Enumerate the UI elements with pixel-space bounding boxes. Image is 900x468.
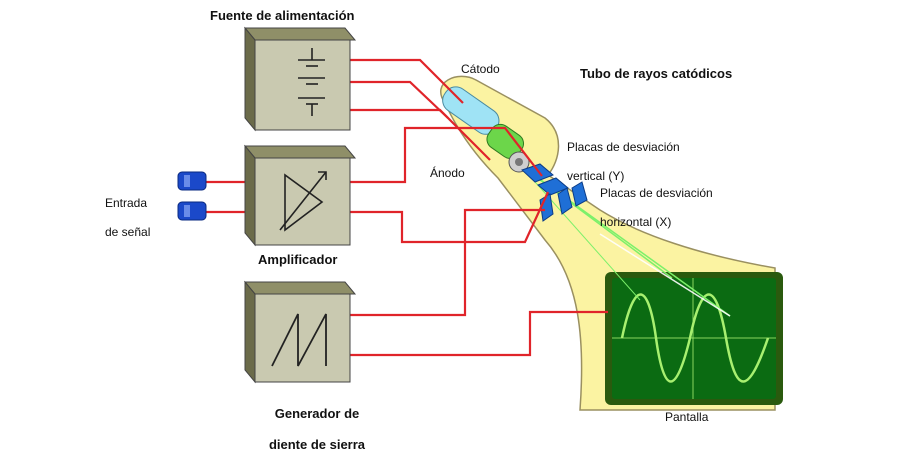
screen [605,272,783,405]
battery-icon [298,48,325,116]
sawtooth-icon [271,313,327,367]
power-supply-label: Fuente de alimentación [210,8,355,23]
deflection-plate-icon [521,163,588,222]
sawtooth-generator-label-line1: Generador de [274,405,360,421]
sawtooth-generator-box [243,280,357,384]
horizontal-plates-label: Placas de desviación horizontal (X) [600,172,713,244]
amplifier-icon [279,171,327,232]
sawtooth-generator-label-line2: diente de sierra [268,436,366,452]
vertical-plates-label-line1: Placas de desviación [567,140,680,155]
screen-label: Pantalla [665,410,709,424]
amplifier-box [243,144,357,247]
horizontal-plates-label-line1: Placas de desviación [600,186,713,201]
vertical-plates-label-line2: vertical (Y) [567,169,625,184]
power-supply-box [243,26,357,132]
sine-wave-icon [620,293,770,383]
signal-connector-icon [177,171,207,221]
vertical-plates-label: Placas de desviación vertical (Y) [567,126,680,198]
horizontal-plates-label-line2: horizontal (X) [600,215,672,230]
crt-label: Tubo de rayos catódicos [580,66,733,81]
signal-input-label-line1: Entrada [105,196,148,211]
signal-input-label: Entrada de señal [105,182,150,254]
oscilloscope-diagram [177,26,783,411]
amplifier-label: Amplificador [258,252,338,267]
signal-input-label-line2: de señal [105,225,151,240]
sawtooth-generator-label: Generador de diente de sierra [262,390,372,468]
anode-label: Ánodo [430,166,465,180]
cathode-label: Cátodo [461,62,500,76]
wires [205,58,608,357]
